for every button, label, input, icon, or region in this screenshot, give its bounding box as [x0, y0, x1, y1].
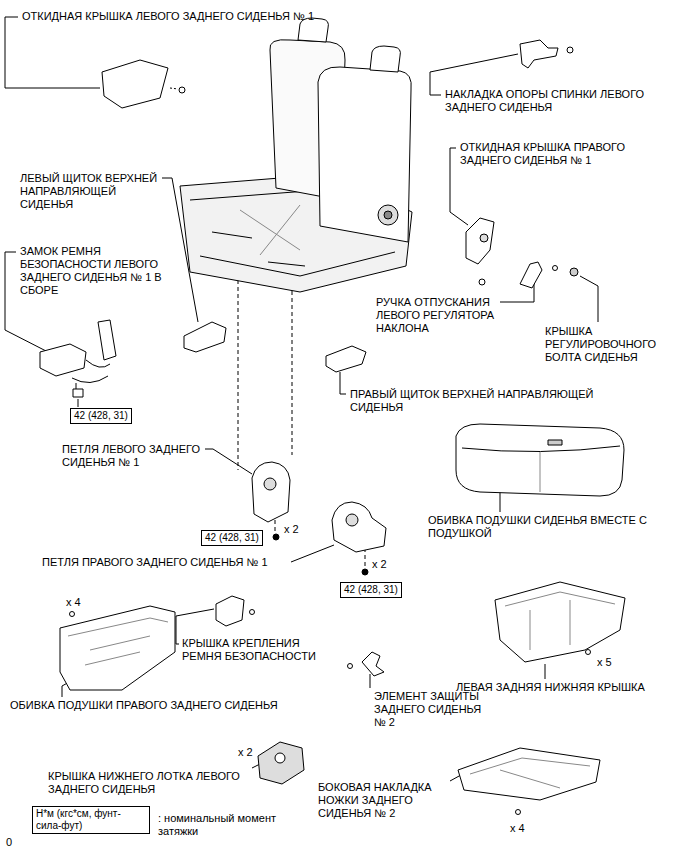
torque-box: 42 (428, 31)	[70, 408, 132, 424]
quantity-label: x 4	[66, 596, 96, 609]
recliner-cover	[466, 218, 494, 264]
seat-cushion	[456, 424, 624, 496]
part-label: ОТКИДНАЯ КРЫШКА ПРАВОГО ЗАДНЕГО СИДЕНЬЯ …	[460, 141, 648, 167]
part-label: ПРАВЫЙ ЩИТОК ВЕРХНЕЙ НАПРАВЛЯЮЩЕЙ СИДЕНЬ…	[350, 388, 618, 414]
part-label: ЛЕВЫЙ ЩИТОК ВЕРХНЕЙ НАПРАВЛЯЮЩЕЙ СИДЕНЬЯ	[20, 172, 166, 211]
belt-anchor-cover	[216, 596, 244, 626]
part-label: ЗАМОК РЕМНЯ БЕЗОПАСНОСТИ ЛЕВОГО ЗАДНЕГО …	[20, 245, 172, 297]
leader-line	[545, 664, 546, 679]
quantity-label: x 2	[284, 523, 314, 536]
part-label: ОТКИДНАЯ КРЫШКА ЛЕВОГО ЗАДНЕГО СИДЕНЬЯ №…	[22, 10, 342, 23]
quantity-label: x 4	[510, 822, 540, 835]
part-label: ОБИВКА ПОДУШКИ ПРАВОГО ЗАДНЕГО СИДЕНЬЯ	[10, 699, 330, 712]
seat-belt-buckle	[40, 320, 116, 397]
recliner-cover	[102, 60, 168, 108]
note-text: : номинальный момент затяжки	[158, 812, 282, 838]
seat-assembly	[180, 18, 412, 292]
backrest-support-cover	[520, 40, 558, 68]
part-label: ЭЛЕМЕНТ ЗАЩИТЫ ЗАДНЕГО СИДЕНЬЯ № 2	[374, 690, 486, 729]
part-label: КРЫШКА РЕГУЛИРОВОЧНОГО БОЛТА СИДЕНЬЯ	[545, 325, 675, 364]
bolt-cover	[570, 268, 578, 276]
alignment-line	[292, 270, 293, 455]
leader-line	[370, 674, 371, 688]
part-label: РУЧКА ОТПУСКАНИЯ ЛЕВОГО РЕГУЛЯТОРА НАКЛО…	[376, 296, 496, 335]
figure-code: 0	[6, 836, 26, 849]
protector	[362, 652, 384, 676]
alignment-line	[365, 548, 366, 567]
leg-cover	[458, 748, 600, 815]
alignment-line	[275, 520, 276, 532]
part-label: КРЫШКА КРЕПЛЕНИЯ РЕМНЯ БЕЗОПАСНОСТИ	[182, 637, 332, 663]
leader-line	[5, 17, 100, 88]
lower-cover	[495, 582, 625, 662]
leader-line	[78, 399, 79, 407]
cushion-pan	[60, 606, 175, 690]
part-label: ПЕТЛЯ ЛЕВОГО ЗАДНЕГО СИДЕНЬЯ № 1	[62, 443, 212, 469]
leader-line	[340, 372, 346, 394]
node-text: 42 (428, 31)	[205, 532, 259, 544]
rail-guard	[326, 346, 366, 372]
tray-cover	[258, 742, 304, 784]
torque-box: 42 (428, 31)	[201, 530, 263, 546]
torque-legend-box: Н*м (кгс*см, фунт-сила-фут)	[32, 806, 150, 834]
leader-line	[500, 492, 501, 512]
leader-line	[205, 449, 252, 474]
node-text: Н*м (кгс*см, фунт-сила-фут)	[36, 808, 146, 832]
part-label: ПЕТЛЯ ПРАВОГО ЗАДНЕГО СИДЕНЬЯ № 1	[42, 556, 290, 569]
quantity-label: x 5	[597, 656, 627, 669]
part-label: ЛЕВАЯ ЗАДНЯЯ НИЖНЯЯ КРЫШКА	[456, 681, 676, 694]
node-text: 42 (428, 31)	[74, 410, 128, 422]
part-label: ОБИВКА ПОДУШКИ СИДЕНЬЯ ВМЕСТЕ С ПОДУШКОЙ	[428, 514, 656, 540]
leader-line	[291, 545, 334, 562]
part-label: КРЫШКА НИЖНЕГО ЛОТКА ЛЕВОГО ЗАДНЕГО СИДЕ…	[48, 770, 253, 796]
leader-line	[580, 276, 598, 322]
torque-box: 42 (428, 31)	[340, 582, 402, 598]
release-handle	[520, 262, 542, 288]
quantity-label: x 2	[238, 746, 268, 759]
part-label: БОКОВАЯ НАКЛАДКА НОЖКИ ЗАДНЕГО СИДЕНЬЯ №…	[318, 781, 454, 820]
rail-guard	[184, 322, 226, 352]
quantity-label: x 2	[372, 558, 402, 571]
part-label: НАКЛАДКА ОПОРЫ СПИНКИ ЛЕВОГО ЗАДНЕГО СИД…	[445, 88, 673, 114]
node-text: 42 (428, 31)	[344, 584, 398, 596]
